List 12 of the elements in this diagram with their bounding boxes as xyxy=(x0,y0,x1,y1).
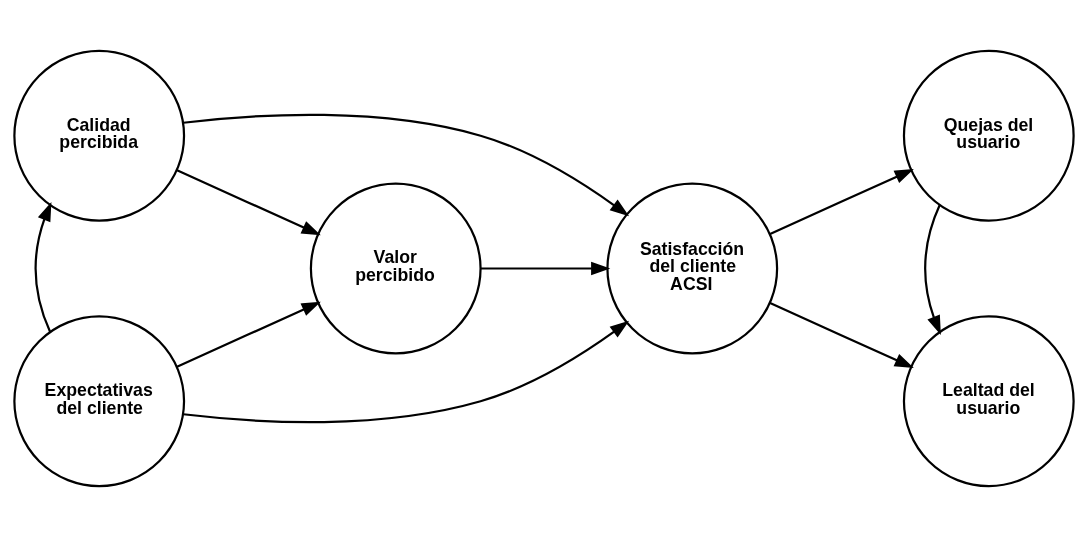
arrow xyxy=(183,113,630,216)
arrow xyxy=(34,201,52,332)
arrow xyxy=(769,168,914,235)
arrow xyxy=(480,261,611,275)
node-circle: Valor percibido xyxy=(309,182,482,354)
node-circle: Expectativas del cliente xyxy=(13,314,186,487)
arrow xyxy=(924,204,941,335)
node-circle: Quejas del usuario xyxy=(902,49,1075,222)
arrow xyxy=(176,168,321,235)
arrow xyxy=(769,301,914,368)
arrow xyxy=(183,320,630,423)
arrow xyxy=(176,301,321,368)
